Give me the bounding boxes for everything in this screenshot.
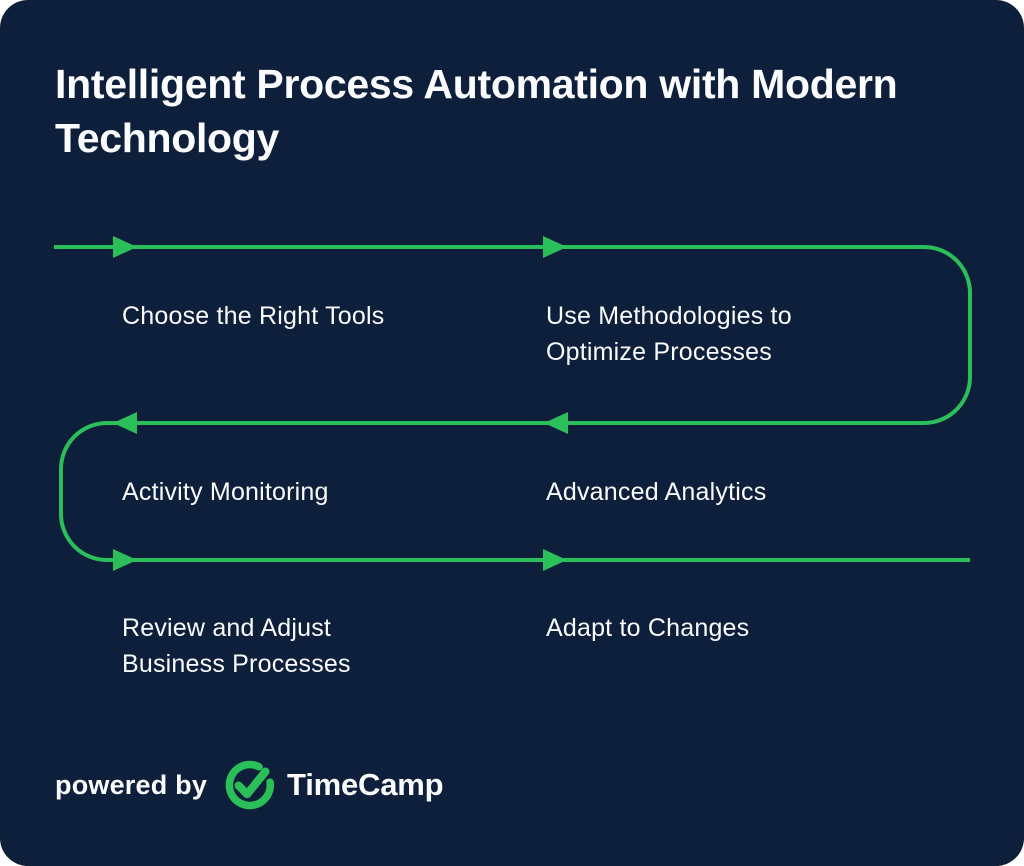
step-label-adapt-changes: Adapt to Changes xyxy=(546,614,750,642)
step-label-advanced-analytics: Advanced Analytics xyxy=(546,478,767,506)
flow-path xyxy=(54,245,972,562)
arrow-left-icon xyxy=(113,412,137,434)
logo-checkmark xyxy=(234,767,270,799)
timecamp-brand-name: TimeCamp xyxy=(287,767,444,802)
timecamp-clock-check-icon xyxy=(225,760,275,810)
logo-ring xyxy=(225,760,275,810)
arrow-right-icon xyxy=(543,236,567,258)
powered-by-label: powered by xyxy=(55,769,208,800)
powered-by-footer: powered by TimeCamp xyxy=(55,756,444,814)
page-title: Intelligent Process Automation with Mode… xyxy=(55,61,898,161)
arrow-right-icon xyxy=(113,549,137,571)
step-label-choose-tools: Choose the Right Tools xyxy=(122,302,385,330)
step-label-use-methodologies: Use Methodologies to Optimize Processes xyxy=(546,302,792,366)
arrow-right-icon xyxy=(543,549,567,571)
step-label-review-adjust: Review and Adjust Business Processes xyxy=(122,614,351,678)
step-label-activity-monitoring: Activity Monitoring xyxy=(122,478,329,506)
arrow-right-icon xyxy=(113,236,137,258)
arrow-left-icon xyxy=(544,412,568,434)
